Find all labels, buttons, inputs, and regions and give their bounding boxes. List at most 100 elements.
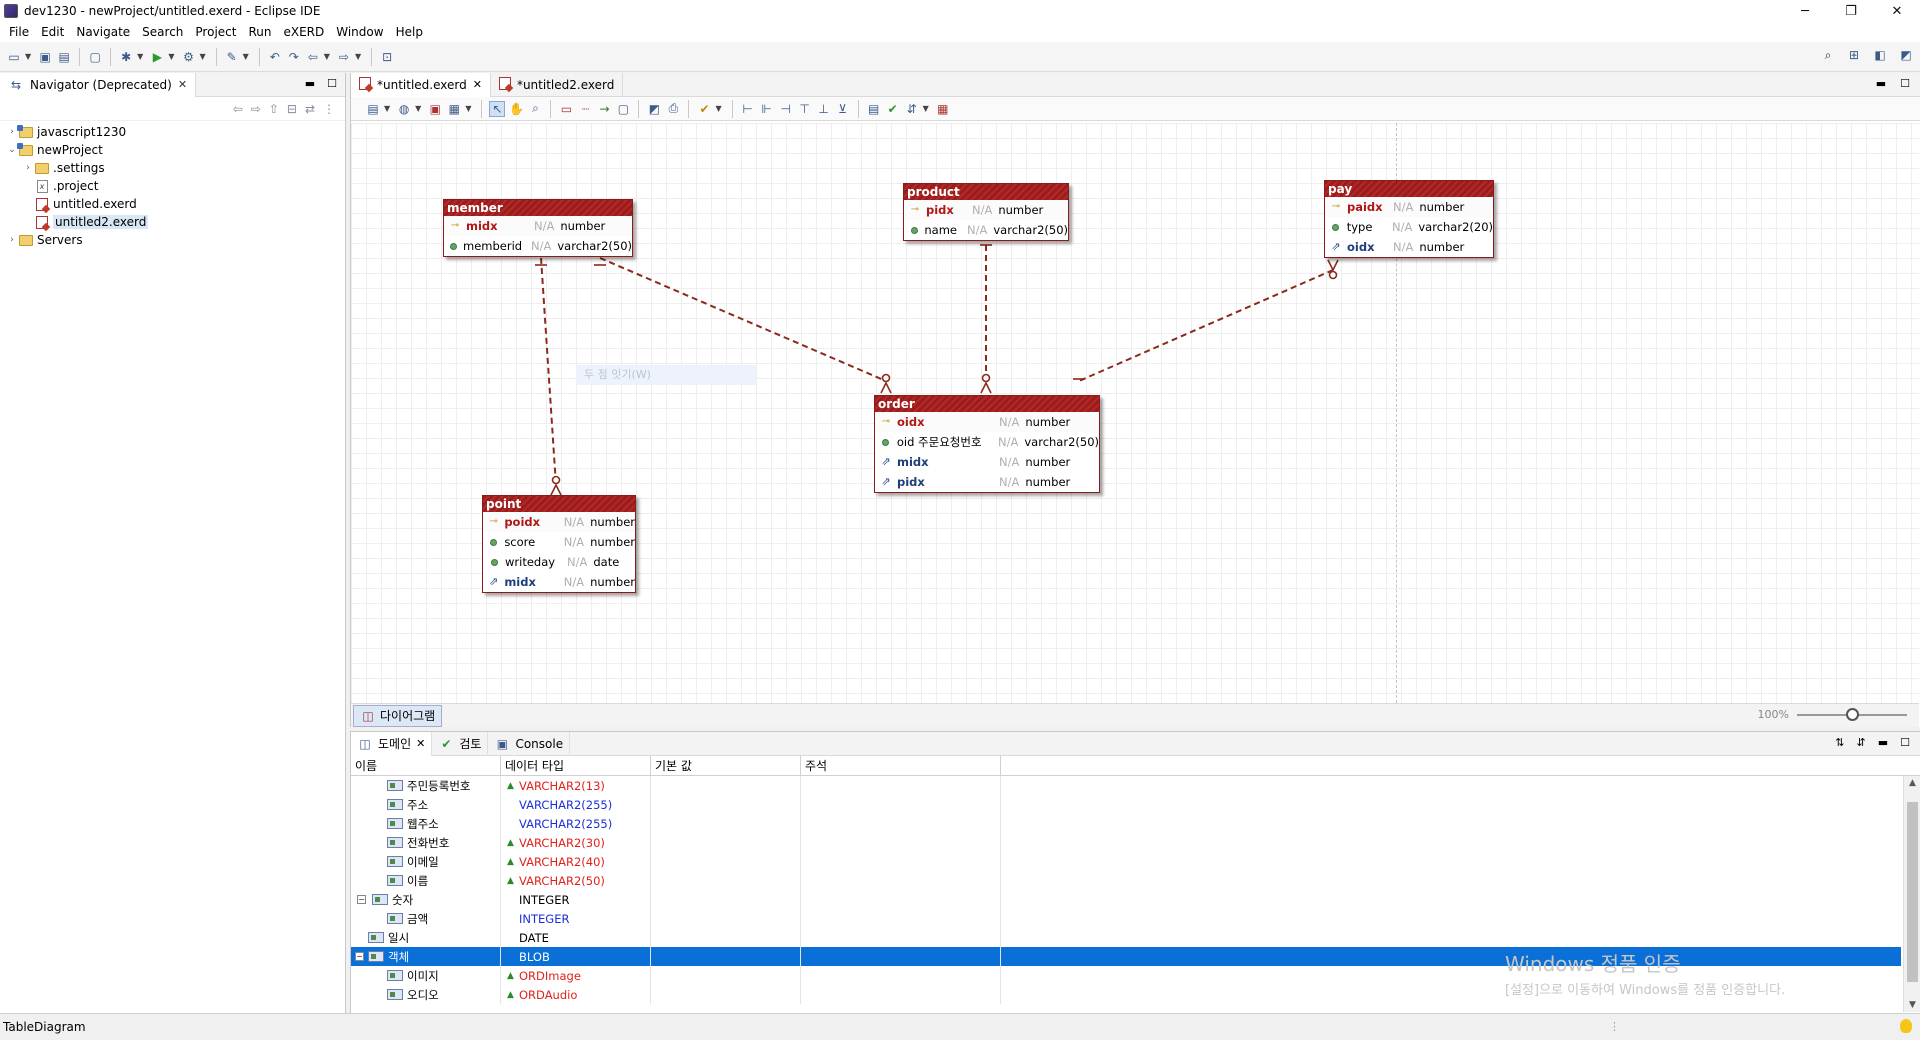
table-row[interactable]: 이름 ▲VARCHAR2(50) — [351, 871, 1920, 890]
run-icon[interactable]: ▶ — [152, 49, 162, 64]
maximize-view-icon[interactable]: ☐ — [1900, 736, 1910, 749]
ddl-icon[interactable]: ▤ — [867, 101, 880, 116]
entity-column[interactable]: memberid N/A varchar2(50) — [444, 236, 632, 256]
column-header-comment[interactable]: 주석 — [801, 756, 1001, 775]
tree-item-newproject[interactable]: ⌄ newProject — [0, 141, 345, 159]
menu-edit[interactable]: Edit — [41, 25, 65, 39]
export-image-icon[interactable]: ◩ — [648, 101, 661, 116]
non-identifying-relation-icon[interactable]: ┈ — [581, 101, 590, 116]
new-table-icon[interactable]: ▤ — [367, 101, 379, 116]
debug-icon[interactable]: ✱ — [121, 49, 132, 64]
table-row[interactable]: 일시 DATE — [351, 928, 1920, 947]
table-row-selected[interactable]: −객체 BLOB — [351, 947, 1901, 966]
navigator-tab[interactable]: ⇆ Navigator (Deprecated) ✕ — [0, 72, 197, 97]
tree-item-settings[interactable]: › .settings — [0, 159, 345, 177]
menu-project[interactable]: Project — [195, 25, 237, 39]
save-icon[interactable]: ▣ — [39, 49, 51, 64]
tab-review[interactable]: ✔ 검토 — [432, 731, 489, 756]
identifying-relation-icon[interactable]: → — [599, 101, 610, 116]
table-row[interactable]: 주민등록번호 ▲VARCHAR2(13) — [351, 776, 1920, 795]
new-dropdown-icon[interactable]: ▼ — [25, 52, 32, 61]
tree-item-untitled2-exerd[interactable]: untitled2.exerd — [0, 213, 345, 231]
external-tools-dropdown-icon[interactable]: ▼ — [199, 52, 206, 61]
debug-dropdown-icon[interactable]: ▼ — [137, 52, 144, 61]
pin-editor-icon[interactable]: ⊡ — [382, 49, 393, 64]
expand-icon[interactable]: › — [26, 163, 30, 173]
table-row[interactable]: 금액 INTEGER — [351, 909, 1920, 928]
save-all-icon[interactable]: ▤ — [58, 49, 70, 64]
entity-column[interactable]: ⇗ pidx N/A number — [875, 472, 1099, 492]
close-icon[interactable]: ✕ — [472, 78, 482, 91]
align-left-icon[interactable]: ⊢ — [742, 101, 753, 116]
minimize-view-icon[interactable]: ▬ — [1875, 77, 1887, 90]
tab-untitled2-exerd[interactable]: *untitled2.exerd — [491, 72, 624, 97]
tree-item-javascript1230[interactable]: › javascript1230 — [0, 123, 345, 141]
menu-help[interactable]: Help — [395, 25, 423, 39]
entity-column[interactable]: ⊸ paidx N/A number — [1325, 197, 1493, 217]
align-top-icon[interactable]: ⊤ — [799, 101, 810, 116]
entity-column[interactable]: writeday N/A date — [483, 552, 635, 572]
entity-column[interactable]: ⇗ oidx N/A number — [1325, 237, 1493, 257]
collapse-icon[interactable]: − — [355, 952, 364, 961]
minimize-view-icon[interactable]: ▬ — [304, 77, 316, 90]
entity-member[interactable]: member ⊸ midx N/A number memberid N/A va… — [443, 199, 633, 257]
entity-column[interactable]: name N/A varchar2(50) — [904, 220, 1068, 240]
prev-edit-icon[interactable]: ↶ — [269, 49, 280, 64]
column-header-type[interactable]: 데이터 타입 — [501, 756, 651, 775]
back-icon[interactable]: ⇦ — [232, 101, 243, 116]
tab-diagram[interactable]: ◫ 다이어그램 — [353, 704, 443, 727]
paste-icon[interactable]: ▦ — [448, 101, 460, 116]
align-bottom-icon[interactable]: ⊻ — [838, 101, 848, 116]
view-menu-icon[interactable]: ⋮ — [323, 101, 335, 116]
expand-icon[interactable]: › — [10, 127, 14, 137]
tree-item-project-file[interactable]: x .project — [0, 177, 345, 195]
align-right-icon[interactable]: ⊣ — [780, 101, 791, 116]
back-dropdown-icon[interactable]: ▼ — [323, 52, 330, 61]
delete-icon[interactable]: ▣ — [429, 101, 441, 116]
table-row[interactable]: 웹주소 VARCHAR2(255) — [351, 814, 1920, 833]
entity-order[interactable]: order ⊸ oidx N/A number oid 주문요청번호 N/A v… — [874, 395, 1100, 493]
print-icon[interactable]: ⎙ — [668, 101, 679, 115]
table-row[interactable]: 전화번호 ▲VARCHAR2(30) — [351, 833, 1920, 852]
reverse-engineer-icon[interactable]: ⇵ — [906, 101, 917, 116]
zoom-slider-knob[interactable] — [1846, 707, 1859, 721]
java-perspective-icon[interactable]: ◧ — [1874, 48, 1886, 62]
open-perspective-icon[interactable]: ⊞ — [1848, 48, 1860, 62]
vertical-scrollbar[interactable]: ▲ ▼ — [1903, 776, 1920, 1012]
collapse-all-icon[interactable]: ⊟ — [286, 101, 297, 116]
hand-tool-icon[interactable]: ✋ — [508, 101, 524, 116]
menu-search[interactable]: Search — [142, 25, 184, 39]
forward-icon[interactable]: ⇨ — [250, 101, 261, 116]
relation-pay-order[interactable] — [1078, 269, 1334, 382]
table-row[interactable]: 이미지 ▲ORDImage — [351, 966, 1920, 985]
forward-engineer-icon[interactable]: ✔ — [887, 101, 898, 116]
entity-product[interactable]: product ⊸ pidx N/A number name N/A varch… — [903, 183, 1069, 241]
validate-icon[interactable]: ✔ — [699, 101, 710, 116]
entity-column[interactable]: ⊸ pidx N/A number — [904, 200, 1068, 220]
table-row[interactable]: 오디오 ▲ORDAudio — [351, 985, 1920, 1004]
tab-untitled-exerd[interactable]: *untitled.exerd ✕ — [351, 72, 491, 97]
entity-column[interactable]: ⊸ midx N/A number — [444, 216, 632, 236]
collapse-icon[interactable]: − — [357, 895, 366, 904]
entity-pay[interactable]: pay ⊸ paidx N/A number type N/A varchar2… — [1324, 180, 1494, 258]
table-row[interactable]: −숫자 INTEGER — [351, 890, 1920, 909]
maximize-view-icon[interactable]: ☐ — [327, 77, 337, 90]
menu-window[interactable]: Window — [336, 25, 384, 39]
menu-file[interactable]: File — [9, 25, 30, 39]
tab-console[interactable]: ▣ Console — [488, 731, 571, 756]
run-dropdown-icon[interactable]: ▼ — [168, 52, 175, 61]
expand-icon[interactable]: › — [10, 235, 14, 245]
column-header-name[interactable]: 이름 — [351, 756, 501, 775]
table-tool-icon[interactable]: ▭ — [560, 101, 573, 116]
open-type-icon[interactable]: ✎ — [226, 49, 237, 64]
scroll-down-icon[interactable]: ▼ — [1909, 1000, 1916, 1010]
entity-column[interactable]: score N/A number — [483, 532, 635, 552]
collapse-icon[interactable]: ⌄ — [8, 145, 16, 155]
menu-exerd[interactable]: eXERD — [283, 25, 325, 39]
entity-column[interactable]: oid 주문요청번호 N/A varchar2(50) — [875, 432, 1099, 452]
exerd-perspective-icon[interactable]: ◩ — [1900, 48, 1912, 62]
tab-domain[interactable]: ◫ 도메인 ✕ — [351, 731, 433, 756]
open-type-dropdown-icon[interactable]: ▼ — [242, 52, 249, 61]
search-icon[interactable]: ⌕ — [1824, 47, 1832, 62]
align-middle-icon[interactable]: ⊥ — [818, 101, 829, 116]
